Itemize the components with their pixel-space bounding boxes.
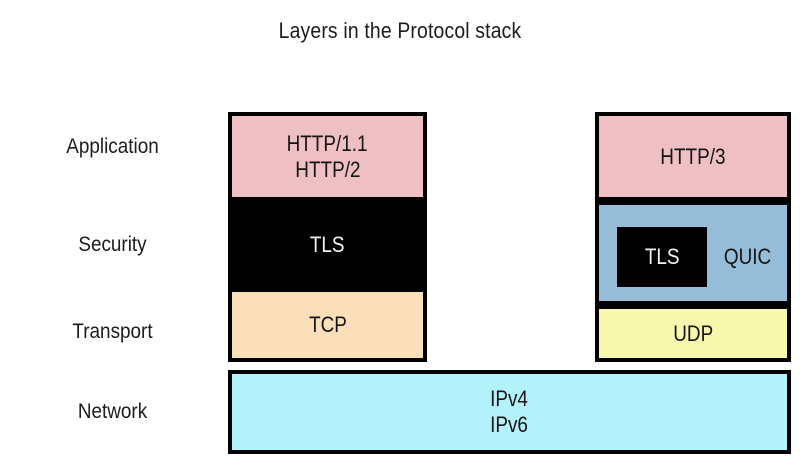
left-transport-label: TCP: [308, 312, 347, 338]
right-security-inner-tls-box: TLS: [617, 227, 707, 287]
left-transport-box: TCP: [228, 288, 427, 362]
right-security-inner-label: TLS: [644, 244, 680, 270]
left-application-box: HTTP/1.1 HTTP/2: [228, 112, 427, 201]
row-label-application: Application: [66, 135, 159, 158]
right-application-box: HTTP/3: [595, 112, 791, 201]
network-band-box: IPv4 IPv6: [228, 370, 791, 454]
network-label-1: IPv4: [490, 386, 529, 412]
right-security-outer-label: QUIC: [723, 244, 771, 270]
left-security-label: TLS: [310, 231, 345, 257]
right-transport-box: UDP: [595, 305, 791, 362]
row-label-network: Network: [77, 400, 148, 423]
left-application-label-1: HTTP/1.1: [287, 130, 368, 156]
left-application-label-2: HTTP/2: [294, 156, 361, 182]
row-label-security: Security: [78, 233, 147, 256]
left-security-box: TLS: [228, 201, 427, 288]
row-label-transport: Transport: [72, 320, 153, 343]
right-security-outer-label-wrap: QUIC: [711, 227, 783, 287]
right-application-label: HTTP/3: [660, 143, 726, 169]
right-security-box: TLS QUIC: [595, 201, 791, 305]
network-label-2: IPv6: [490, 412, 529, 437]
right-transport-label: UDP: [673, 320, 713, 346]
page-title: Layers in the Protocol stack: [278, 18, 522, 43]
